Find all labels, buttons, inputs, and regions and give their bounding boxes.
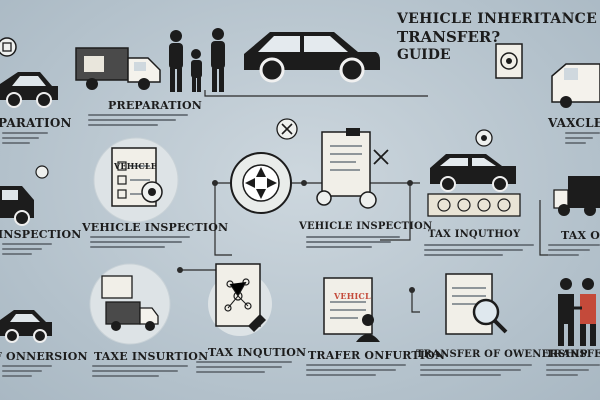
node-dot	[177, 267, 183, 273]
tools-icon	[373, 149, 389, 165]
step-label-vehicle-inspection: VEHICLE INSPECTION	[82, 221, 229, 234]
car-on-platform-icon	[427, 154, 521, 217]
step-label-trafer-onfurtion: TRAFER ONFURTION	[308, 349, 446, 362]
step-description-taxe-insurtion	[92, 365, 188, 380]
step-description-tax-inqution	[196, 361, 292, 376]
vehicl-doc-text: VEHICL	[334, 291, 371, 301]
van-icon	[551, 63, 600, 108]
handshake-people-icon	[558, 278, 596, 346]
step-description-paration	[2, 132, 48, 147]
truck-icon	[75, 47, 161, 90]
small-gear-icon	[35, 165, 49, 179]
tax-network-document-icon	[208, 263, 272, 336]
family-people-icon	[169, 28, 225, 92]
step-label-tax-inqution: TAX INQUTION	[208, 346, 307, 359]
vehicle-checklist-icon	[93, 137, 179, 223]
gear-icon	[475, 129, 493, 147]
sedan-car-icon	[244, 32, 380, 83]
car-side-icon	[0, 186, 34, 226]
truck-side-icon	[553, 176, 600, 216]
node-dot	[407, 180, 413, 186]
step-description-transfer-of	[546, 364, 600, 379]
car-icon	[0, 72, 58, 108]
step-label-paration: PARATION	[0, 116, 72, 130]
step-label-transfer-of: TRANSFER OF	[546, 349, 600, 360]
document-magnifier-icon	[445, 273, 508, 335]
compass-arrows-icon	[230, 152, 292, 214]
step-label-inspection: INSPECTION	[0, 228, 82, 241]
top-left-badge-icon	[0, 37, 17, 57]
title-line-3: GUIDE	[397, 47, 451, 63]
node-dot	[212, 180, 218, 186]
vehicle-document-person-icon	[323, 277, 380, 342]
inspection-document-icon	[316, 128, 377, 209]
step-description-tax-of	[548, 244, 600, 259]
step-description-transfer-of-owenership	[420, 364, 532, 379]
step-description-vehicle-inspection-right	[306, 236, 400, 251]
title-line-1: VEHICLE INHERITANCE	[397, 11, 598, 27]
step-description-trafer-onfurtion	[306, 364, 406, 379]
wrench-icon	[276, 118, 298, 140]
step-label-preparation: PREPARATION	[108, 99, 203, 112]
car-bottom-icon	[0, 310, 52, 343]
vehicle-doc-text: VEHICLE	[114, 161, 158, 171]
step-description-inspection	[2, 243, 52, 258]
step-label-transfer-of-owenership: TRANSFER OF OWENERSHIP	[416, 349, 588, 360]
step-description-preparation	[88, 114, 188, 129]
step-label-vehicle-inspection-right: VEHICLE INSPECTION	[299, 221, 433, 232]
step-label-taxe-insurtion: TAXE INSURTION	[94, 350, 209, 363]
step-description-vehicle-inspection	[90, 236, 190, 251]
step-label-tax-inquthoy: TAX INQUTHOY	[428, 229, 521, 240]
document-gear-icon	[495, 43, 523, 79]
step-label-tax-of: TAX OF	[561, 229, 600, 242]
node-dot	[301, 180, 307, 186]
step-description-tax-inquthoy	[424, 244, 534, 259]
step-description-onnersion	[2, 365, 52, 380]
truck-circle-icon	[89, 263, 171, 345]
step-description-vaxcle	[565, 132, 600, 147]
title-line-2: TRANSFER?	[397, 28, 501, 46]
guide-title: VEHICLE INHERITANCE TRANSFER? GUIDE	[397, 10, 597, 64]
step-label-onnersion: F ONNERSION	[0, 350, 88, 363]
node-dot	[409, 287, 415, 293]
step-label-vaxcle: VAXCLE I	[548, 116, 600, 130]
